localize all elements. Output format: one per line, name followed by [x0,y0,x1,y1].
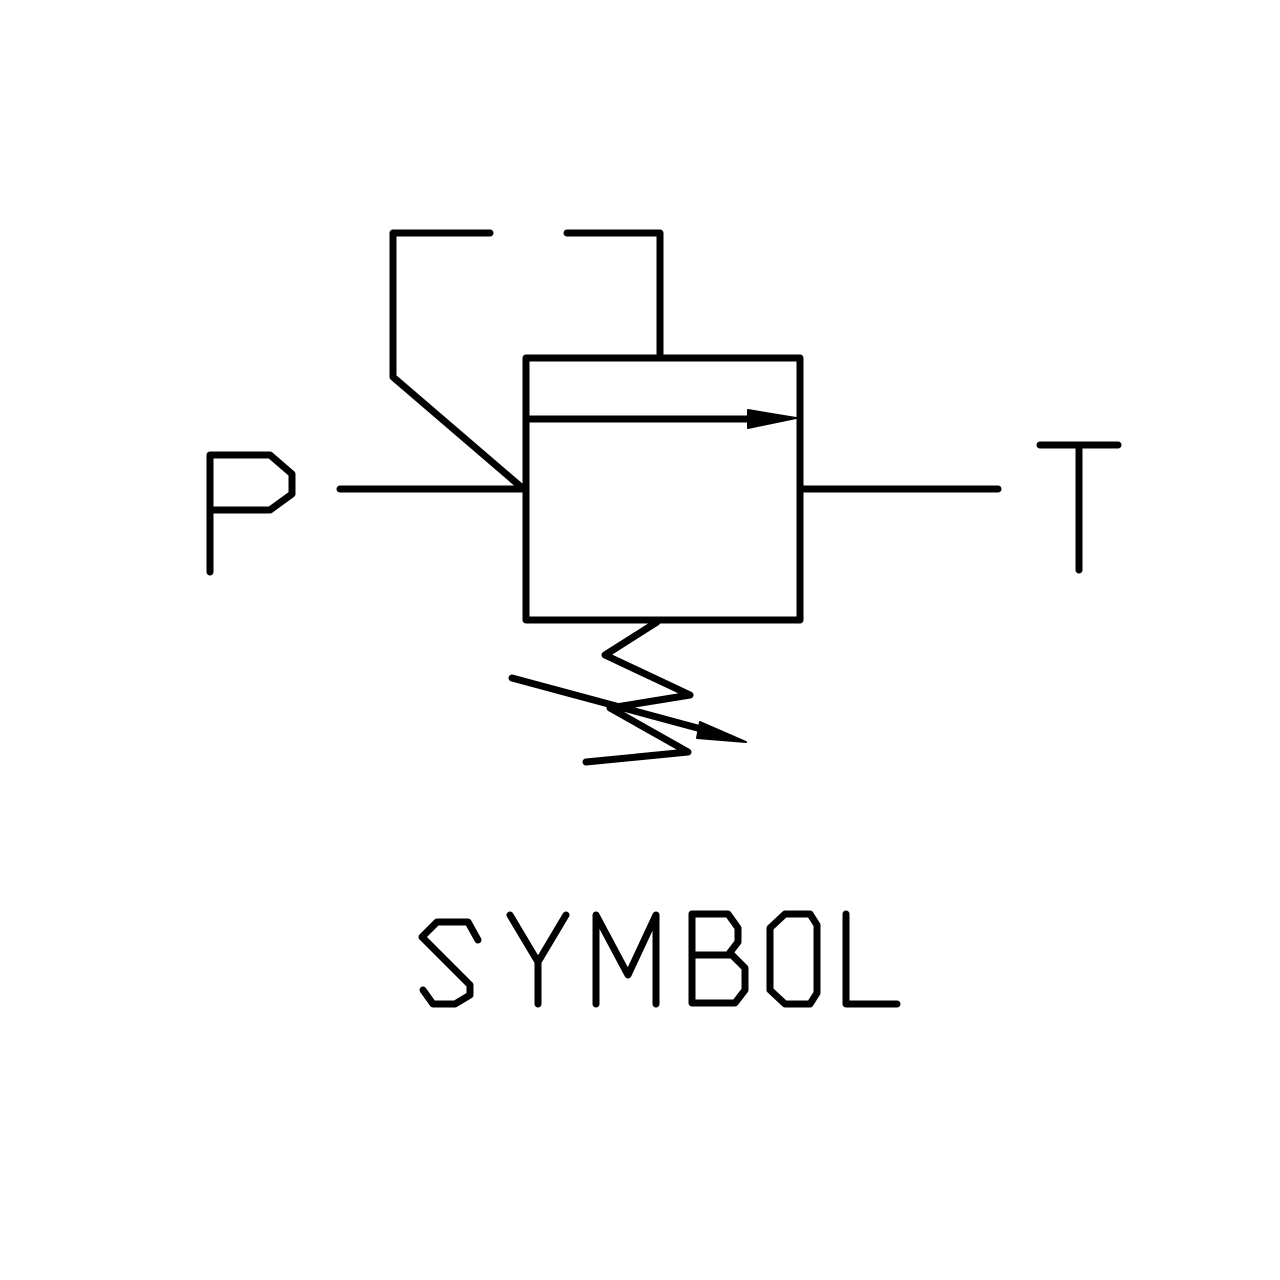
flow-arrowhead [747,409,797,429]
port-p-glyph [206,451,296,576]
adjustable-arrow-shaft [508,674,720,737]
pilot-line-left [389,229,524,490]
port-t-glyph [1036,441,1122,574]
caption-glyphs [418,910,901,1008]
valve-envelope [522,354,804,624]
adjustable-arrowhead [696,721,747,743]
pilot-line-right [563,229,664,360]
spring [582,618,694,766]
